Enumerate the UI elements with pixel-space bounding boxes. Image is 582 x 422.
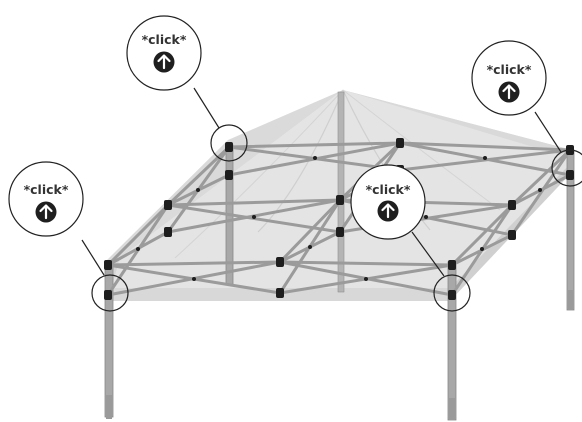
joint	[164, 200, 172, 210]
highlight-ring-top-right	[551, 149, 582, 187]
joint	[225, 142, 233, 152]
center-pole	[337, 91, 345, 293]
joint	[336, 195, 344, 205]
callout-top-left: *click*	[126, 15, 202, 91]
leader-lines	[81, 87, 562, 277]
joint	[448, 290, 456, 300]
joint	[104, 260, 112, 270]
leg-front-right	[447, 261, 457, 421]
arrow-up-circle-icon	[35, 201, 57, 223]
arrow-up-circle-icon	[498, 81, 520, 103]
callout-front: *click*	[350, 164, 426, 240]
joint	[276, 257, 284, 267]
arrow-up-circle-icon	[377, 200, 399, 222]
joint	[104, 290, 112, 300]
frame-joints	[104, 138, 574, 300]
joint	[566, 170, 574, 180]
callout-top-right: *click*	[471, 40, 547, 116]
joint-highlights	[91, 124, 582, 312]
arrow-up-circle-icon	[153, 51, 175, 73]
highlight-ring-top-left	[210, 124, 248, 162]
joint	[396, 138, 404, 148]
joint	[225, 170, 233, 180]
callout-label: *click*	[366, 182, 411, 197]
joint	[276, 288, 284, 298]
callout-left: *click*	[8, 161, 84, 237]
joint	[508, 230, 516, 240]
leg-front-left	[104, 261, 114, 418]
callout-label: *click*	[487, 62, 532, 77]
joint	[448, 260, 456, 270]
callout-label: *click*	[24, 182, 69, 197]
joint	[164, 227, 172, 237]
joint	[336, 227, 344, 237]
joint	[508, 200, 516, 210]
callout-label: *click*	[142, 32, 187, 47]
highlight-ring-left	[91, 274, 129, 312]
highlight-ring-front	[433, 274, 471, 312]
scissor-frame	[106, 141, 572, 297]
